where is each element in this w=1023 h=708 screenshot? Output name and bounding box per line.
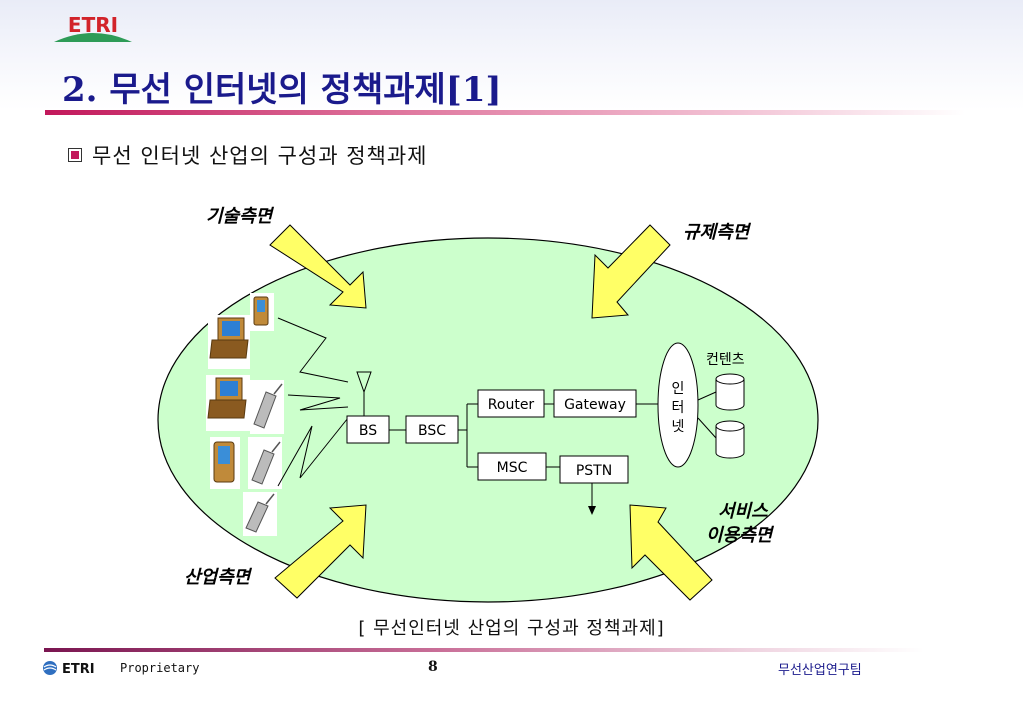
square-bullet-icon [68, 148, 82, 162]
page-number: 8 [428, 659, 438, 675]
service-aspect-label-line1: 서비스 [718, 501, 769, 522]
msc-label: MSC [497, 460, 528, 476]
tech-arrow [269, 224, 367, 309]
contents-label: 컨텐츠 [706, 352, 745, 368]
service-aspect-label-line2: 이용측면 [706, 525, 775, 546]
proprietary-label: Proprietary [120, 661, 200, 675]
pda-device-icon [250, 293, 274, 331]
etri-footer-logo: ETRI [43, 661, 95, 676]
internet-label-3: 넷 [672, 419, 685, 435]
internet-node [657, 342, 699, 468]
pstn-arrow-head [588, 506, 596, 515]
antenna-icon [356, 371, 372, 416]
title-underline [45, 110, 965, 115]
gateway-node [553, 389, 637, 418]
footer-logo-text: ETRI [62, 662, 95, 676]
gateway-label: Gateway [564, 397, 626, 413]
industry-arrow [274, 504, 367, 599]
bullet-item: 무선 인터넷 산업의 구성과 정책과제 [68, 142, 428, 168]
service-arrow [629, 504, 713, 601]
bsc-label: BSC [418, 423, 446, 439]
team-name: 무선산업연구팀 [778, 663, 862, 678]
pstn-node [559, 455, 629, 484]
internet-label-1: 인 [672, 381, 685, 397]
regulation-aspect-label: 규제측면 [683, 222, 752, 243]
wireless-signal [287, 394, 349, 411]
etri-logo-text: ETRI [68, 13, 118, 37]
pstn-label: PSTN [576, 463, 612, 479]
router-label: Router [488, 397, 535, 413]
etri-logo: ETRI [54, 13, 132, 42]
mobile-phone-icon [250, 380, 284, 434]
laptop-icon [206, 375, 250, 431]
wireless-signal [277, 417, 349, 487]
wireless-signal [277, 317, 349, 383]
industry-aspect-label: 산업측면 [184, 567, 253, 588]
pda-device-icon [210, 437, 240, 489]
diagram-caption: [ 무선인터넷 산업의 구성과 정책과제] [358, 618, 665, 639]
mobile-phone-icon [243, 492, 277, 536]
footer-divider [44, 648, 924, 652]
regulation-arrow [591, 224, 671, 319]
page-title: 2. 무선 인터넷의 정책과제[1] [62, 70, 502, 110]
database-icon [715, 420, 745, 459]
mobile-phone-icon [248, 437, 282, 489]
bullet-text: 무선 인터넷 산업의 구성과 정책과제 [92, 144, 428, 168]
bs-node [346, 415, 390, 444]
tech-aspect-label: 기술측면 [206, 206, 275, 227]
database-icon [715, 373, 745, 411]
bs-label: BS [359, 423, 377, 439]
internet-label-2: 터 [672, 400, 685, 416]
laptop-icon [208, 315, 250, 369]
